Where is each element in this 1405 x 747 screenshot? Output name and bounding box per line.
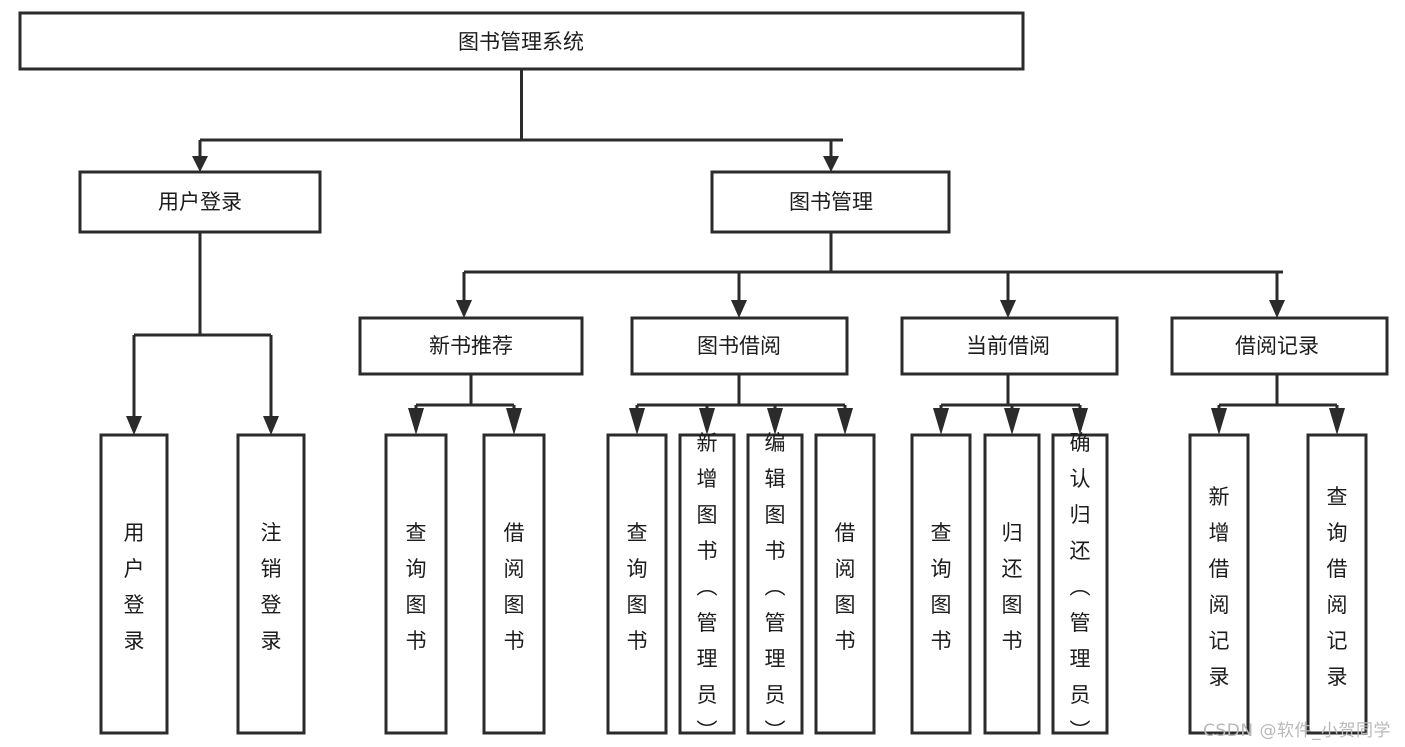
arrow-borrow-to-edit	[767, 408, 783, 435]
arrow-bookmgmt-to-records	[1269, 300, 1285, 318]
node-borrow-records-box[interactable]	[1170, 316, 1389, 376]
leaf-node[interactable]: 用户登录	[99, 433, 169, 735]
leaf-node-label: 查询图书	[406, 521, 427, 653]
node-current-borrow[interactable]: 当前借阅	[900, 316, 1119, 376]
leaf-layer: 用户登录 注销登录 查询图书 借阅图书 查询图书 新增图书︵管理员︶ 编辑图书︵管理员︶ 借阅…	[99, 431, 1368, 743]
leaf-node-label: 注销登录	[261, 521, 282, 653]
node-book-management-box[interactable]	[710, 170, 951, 234]
leaf-node-label: 新增图书︵管理员︶	[697, 431, 718, 743]
leaf-node[interactable]: 确认归还︵管理员︶	[1051, 431, 1109, 743]
node-book-management-label: 图书管理	[789, 190, 873, 214]
leaf-node[interactable]: 查询图书	[910, 433, 972, 735]
node-book-borrow-box[interactable]	[630, 316, 849, 376]
leaf-node[interactable]: 新增借阅记录	[1188, 433, 1250, 735]
node-user-login[interactable]: 用户登录	[78, 170, 322, 234]
arrow-records-to-add	[1211, 408, 1227, 435]
leaf-node-label: 借阅图书	[504, 521, 525, 653]
leaf-node-label: 借阅图书	[835, 521, 856, 653]
leaf-node-label: 确认归还︵管理员︶	[1070, 431, 1091, 743]
arrow-root-to-user-login	[192, 156, 208, 172]
leaf-node[interactable]: 新增图书︵管理员︶	[678, 431, 736, 743]
leaf-node-box[interactable]	[236, 433, 306, 735]
connector-layer	[126, 69, 1345, 435]
arrow-borrow-to-add	[699, 408, 715, 435]
node-root-label: 图书管理系统	[458, 30, 584, 54]
leaf-node-box[interactable]	[99, 433, 169, 735]
arrow-bookmgmt-to-current	[1000, 300, 1016, 318]
node-root[interactable]: 图书管理系统	[18, 11, 1025, 71]
arrow-records-to-query	[1329, 408, 1345, 435]
leaf-node[interactable]: 查询图书	[384, 433, 448, 735]
leaf-node[interactable]: 借阅图书	[482, 433, 546, 735]
leaf-node-label: 查询图书	[627, 521, 648, 653]
node-borrow-records-label: 借阅记录	[1235, 334, 1319, 358]
arrow-current-to-query	[933, 408, 949, 435]
leaf-node-label: 编辑图书︵管理员︶	[765, 431, 786, 743]
node-borrow-records[interactable]: 借阅记录	[1170, 316, 1389, 376]
leaf-node-label: 查询借阅记录	[1327, 485, 1348, 689]
leaf-node-box[interactable]	[746, 433, 804, 735]
leaf-node-label: 归还图书	[1002, 521, 1023, 653]
arrow-bookmgmt-to-newbook	[456, 300, 472, 318]
leaf-node-box[interactable]	[1188, 433, 1250, 735]
leaf-node[interactable]: 编辑图书︵管理员︶	[746, 431, 804, 743]
node-book-borrow[interactable]: 图书借阅	[630, 316, 849, 376]
leaf-node-box[interactable]	[1306, 433, 1368, 735]
node-book-management[interactable]: 图书管理	[710, 170, 951, 234]
node-new-book-recommend[interactable]: 新书推荐	[358, 316, 584, 376]
node-new-book-recommend-box[interactable]	[358, 316, 584, 376]
node-user-login-label: 用户登录	[158, 190, 242, 214]
leaf-node-label: 用户登录	[124, 521, 145, 653]
arrow-root-to-book-mgmt	[823, 156, 839, 172]
leaf-node[interactable]: 借阅图书	[814, 433, 876, 735]
arrow-borrow-to-lend	[837, 408, 853, 435]
leaf-node-label: 新增借阅记录	[1209, 485, 1230, 689]
leaf-node-box[interactable]	[1051, 433, 1109, 735]
watermark-text: CSDN @软件_小贺同学	[1203, 721, 1391, 741]
leaf-node-box[interactable]	[814, 433, 876, 735]
node-root-box[interactable]	[18, 11, 1025, 71]
node-user-login-box[interactable]	[78, 170, 322, 234]
leaf-node-box[interactable]	[678, 433, 736, 735]
node-book-borrow-label: 图书借阅	[697, 334, 781, 358]
leaf-node-box[interactable]	[910, 433, 972, 735]
leaf-node-box[interactable]	[983, 433, 1041, 735]
leaf-node-box[interactable]	[482, 433, 546, 735]
node-new-book-recommend-label: 新书推荐	[429, 334, 513, 358]
leaf-node-box[interactable]	[606, 433, 668, 735]
node-current-borrow-label: 当前借阅	[966, 334, 1050, 358]
arrow-borrow-to-query	[629, 408, 645, 435]
node-current-borrow-box[interactable]	[900, 316, 1119, 376]
arrow-userlogin-to-logout	[263, 416, 279, 435]
leaf-node-label: 查询图书	[931, 521, 952, 653]
arrow-newbook-to-borrow	[506, 408, 522, 435]
leaf-node-box[interactable]	[384, 433, 448, 735]
arrow-current-to-return	[1004, 408, 1020, 435]
arrow-bookmgmt-to-borrow	[731, 300, 747, 318]
leaf-node[interactable]: 查询图书	[606, 433, 668, 735]
arrow-current-to-confirm	[1072, 408, 1088, 435]
leaf-node[interactable]: 归还图书	[983, 433, 1041, 735]
arrow-newbook-to-query	[408, 408, 424, 435]
arrow-userlogin-to-login	[126, 416, 142, 435]
leaf-node[interactable]: 注销登录	[236, 433, 306, 735]
leaf-node[interactable]: 查询借阅记录	[1306, 433, 1368, 735]
